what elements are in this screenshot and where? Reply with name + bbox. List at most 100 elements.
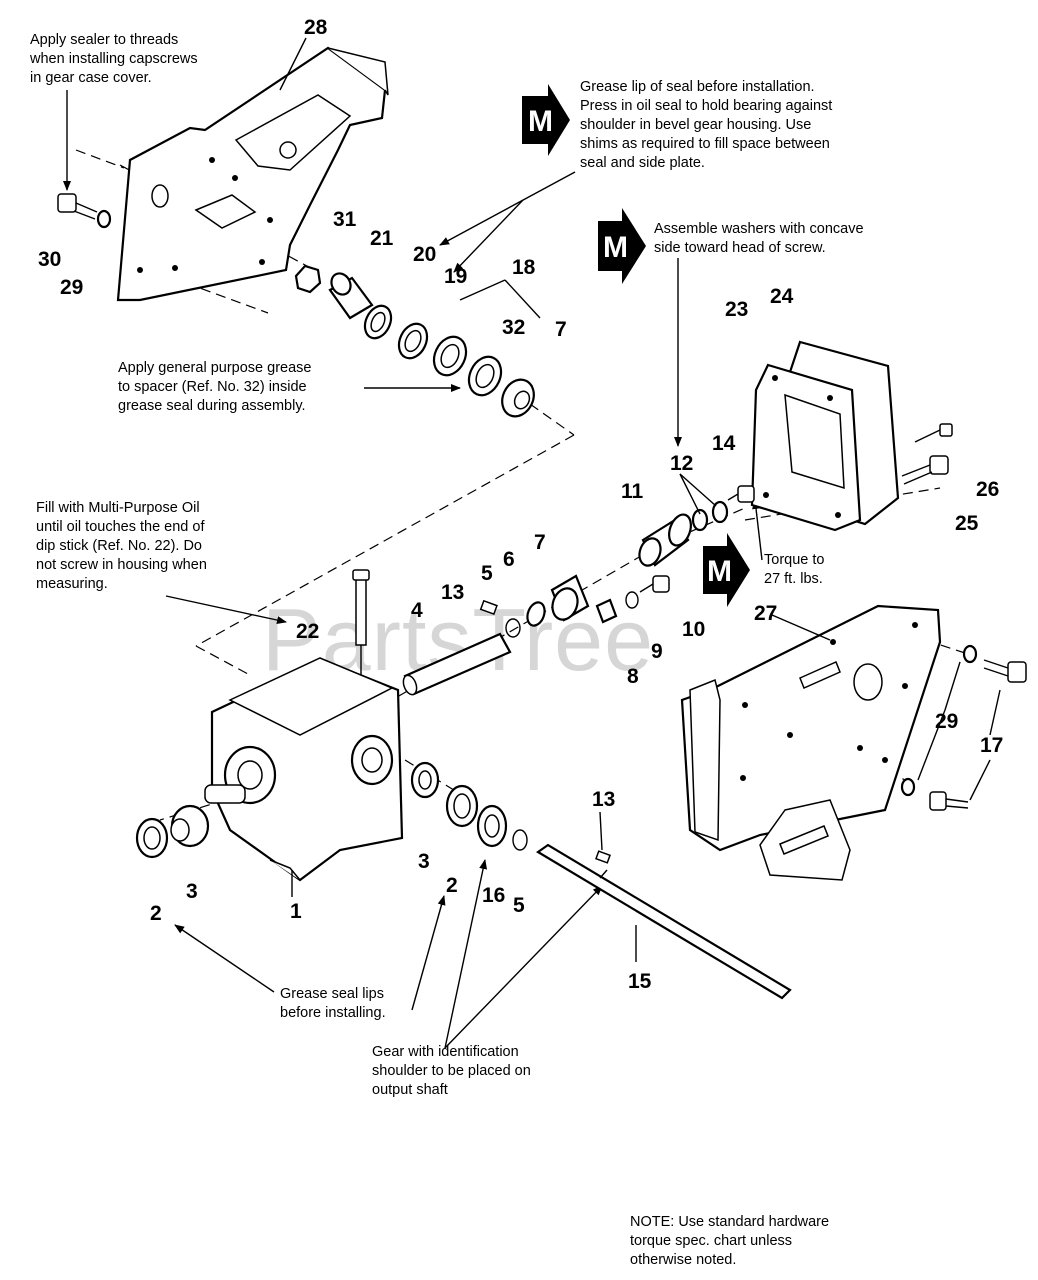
svg-text:until oil touches the end of: until oil touches the end of — [36, 519, 205, 535]
callout-28: 28 — [304, 16, 328, 39]
svg-text:Assemble washers with concave: Assemble washers with concave — [654, 221, 864, 237]
bearing-7-mid — [550, 574, 590, 622]
callout-17: 17 — [980, 734, 1003, 757]
callout-20: 20 — [413, 243, 436, 266]
callout-13: 13 — [441, 581, 464, 604]
callout-29: 29 — [60, 276, 83, 299]
svg-text:M: M — [707, 555, 732, 588]
seal-18 — [432, 335, 468, 377]
svg-text:Press in oil seal to hold bear: Press in oil seal to hold bearing agains… — [580, 98, 832, 114]
callout-29-right: 29 — [935, 710, 958, 733]
screws-17 — [929, 659, 1027, 811]
svg-text:side toward head of screw.: side toward head of screw. — [654, 240, 826, 256]
callout-27: 27 — [754, 602, 777, 625]
callout-25: 25 — [955, 512, 979, 535]
gasket-23 — [750, 363, 862, 532]
svg-text:Grease seal lips: Grease seal lips — [280, 986, 384, 1002]
seal-2-left — [135, 817, 169, 859]
callout-6: 6 — [503, 548, 515, 571]
note-grease-seal-lips: Grease seal lips before installing. — [280, 986, 386, 1021]
callout-10: 10 — [682, 618, 705, 641]
callout-3-right: 3 — [418, 850, 430, 873]
callout-24: 24 — [770, 285, 794, 308]
svg-text:NOTE: Use standard hardware: NOTE: Use standard hardware — [630, 1214, 829, 1230]
callout-8: 8 — [627, 665, 639, 688]
m-marker-washers: M — [598, 208, 646, 284]
svg-text:seal and side plate.: seal and side plate. — [580, 155, 705, 171]
callout-1: 1 — [290, 900, 302, 923]
washer-6 — [526, 601, 546, 627]
callout-16: 16 — [482, 884, 505, 907]
note-general-grease: Apply general purpose grease to spacer (… — [118, 360, 311, 414]
note-fill-oil: Fill with Multi-Purpose Oil until oil to… — [36, 500, 207, 592]
shaft-4 — [402, 632, 512, 696]
bevel-gear-11 — [638, 513, 692, 567]
callout-9: 9 — [651, 640, 663, 663]
callout-13-low: 13 — [592, 788, 615, 811]
svg-text:shoulder to be placed on: shoulder to be placed on — [372, 1063, 531, 1079]
callout-7-mid: 7 — [534, 531, 546, 554]
seal-2-right — [445, 784, 479, 828]
note-washers: Assemble washers with concave side towar… — [654, 221, 864, 256]
callout-32: 32 — [502, 316, 525, 339]
gear-16 — [476, 804, 508, 848]
key-13-low — [595, 850, 611, 864]
callout-21: 21 — [370, 227, 394, 250]
callout-4: 4 — [411, 599, 423, 622]
screw-25 — [901, 455, 949, 485]
svg-text:Fill with Multi-Purpose Oil: Fill with Multi-Purpose Oil — [36, 500, 200, 516]
svg-text:shoulder in bevel gear housing: shoulder in bevel gear housing. Use — [580, 117, 811, 133]
shim-20 — [363, 304, 393, 340]
callout-26: 26 — [976, 478, 999, 501]
lock-washer-29-right — [900, 644, 978, 797]
callout-2-left: 2 — [150, 902, 162, 925]
callout-22: 22 — [296, 620, 319, 643]
output-shaft-15 — [535, 843, 792, 1000]
note-gear-identification: Gear with identification shoulder to be … — [372, 1044, 531, 1098]
svg-text:to spacer (Ref. No. 32) inside: to spacer (Ref. No. 32) inside — [118, 379, 307, 395]
svg-text:shims as required to fill spac: shims as required to fill space between — [580, 136, 830, 152]
m-marker-torque: M — [703, 533, 750, 607]
callout-3-left: 3 — [186, 880, 198, 903]
screw-26 — [914, 423, 953, 443]
callout-11: 11 — [621, 480, 644, 503]
spacer-32 — [467, 355, 503, 397]
shim-19 — [397, 322, 429, 360]
svg-text:M: M — [603, 231, 628, 264]
washers-12 — [691, 500, 729, 532]
callout-18: 18 — [512, 256, 536, 279]
washer-9 — [625, 591, 639, 609]
gear-housing-1 — [204, 657, 404, 882]
svg-text:Apply sealer to threads: Apply sealer to threads — [30, 32, 178, 48]
svg-text:Gear with identification: Gear with identification — [372, 1044, 519, 1060]
note-torque: Torque to 27 ft. lbs. — [764, 552, 824, 587]
svg-text:measuring.: measuring. — [36, 576, 108, 592]
note-grease-lip: Grease lip of seal before installation. … — [580, 79, 832, 171]
callout-5: 5 — [481, 562, 493, 585]
m-marker-seal: M — [522, 84, 570, 156]
screw-10 — [639, 575, 670, 593]
callout-5-low: 5 — [513, 894, 525, 917]
svg-text:27 ft. lbs.: 27 ft. lbs. — [764, 571, 823, 587]
snap-ring-5-mid — [505, 618, 521, 638]
gear-case-cover — [116, 46, 389, 302]
snap-ring-5-low — [512, 829, 528, 851]
callout-12: 12 — [670, 452, 693, 475]
svg-text:M: M — [528, 105, 553, 138]
callout-23: 23 — [725, 298, 748, 321]
bearing-7-top — [501, 378, 535, 418]
svg-text:output shaft: output shaft — [372, 1082, 448, 1098]
bearing-3-left — [170, 804, 210, 848]
square-nut-8 — [595, 598, 618, 624]
dipstick-22 — [352, 569, 370, 690]
screw-14 — [727, 485, 755, 503]
bearing-3-right — [410, 761, 440, 799]
svg-text:Grease lip of seal before inst: Grease lip of seal before installation. — [580, 79, 815, 95]
callout-2-right: 2 — [446, 874, 458, 897]
svg-text:otherwise noted.: otherwise noted. — [630, 1252, 736, 1268]
leader-lines — [63, 90, 763, 1049]
svg-text:when installing capscrews: when installing capscrews — [29, 51, 198, 67]
lock-washer-29 — [96, 209, 112, 229]
svg-text:in gear case cover.: in gear case cover. — [30, 70, 152, 86]
